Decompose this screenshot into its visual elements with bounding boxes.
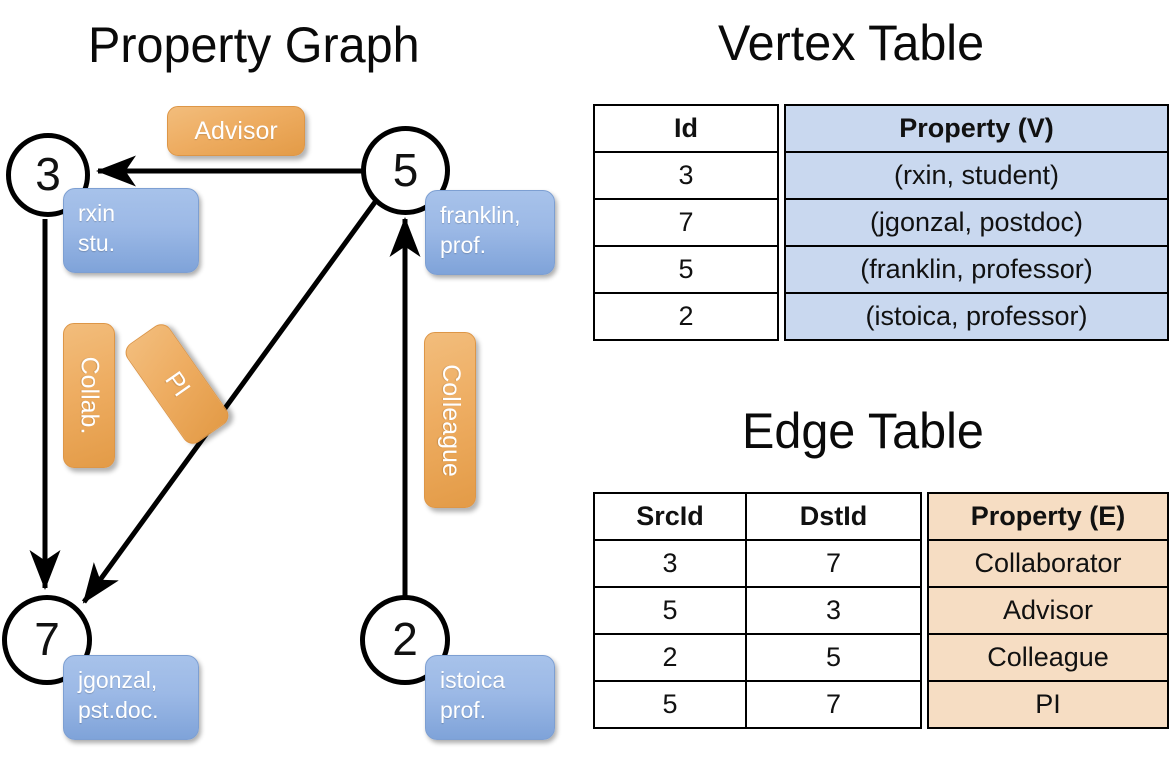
node-property-rxin-line1: rxin: [78, 200, 116, 226]
node-property-box-rxin[interactable]: rxin stu.: [63, 188, 199, 273]
vertex-row-1-property: (jgonzal, postdoc): [784, 198, 1169, 247]
edge-row-2-property: Colleague: [927, 633, 1169, 682]
node-property-box-franklin[interactable]: franklin, prof.: [425, 190, 555, 275]
edge-row-3-src: 5: [593, 680, 747, 729]
column-gap: [778, 293, 785, 340]
column-gap: [778, 152, 785, 199]
table-header-row: Id Property (V): [593, 104, 1169, 153]
column-gap: [778, 105, 785, 152]
vertex-row-2-id: 5: [593, 245, 779, 294]
column-gap: [921, 587, 928, 634]
edge-label-colleague-text: Colleague: [436, 363, 465, 477]
edge-row-1-dst: 3: [745, 586, 922, 635]
edge-label-advisor-text: Advisor: [194, 116, 278, 145]
page-title-property-graph: Property Graph: [88, 17, 420, 73]
edge-label-collab[interactable]: Collab.: [63, 323, 115, 468]
node-property-franklin-line1: franklin,: [440, 202, 521, 228]
table-row[interactable]: 2 5 Colleague: [593, 633, 1169, 682]
edge-table-header-property: Property (E): [927, 492, 1169, 541]
column-gap: [921, 634, 928, 681]
graph-node-3-label: 3: [35, 148, 61, 200]
node-property-box-istoica[interactable]: istoica prof.: [425, 655, 555, 740]
graph-edges-layer: [29, 155, 421, 604]
edge-row-2-src: 2: [593, 633, 747, 682]
edge-row-0-dst: 7: [745, 539, 922, 588]
edge-table-header-srcid: SrcId: [593, 492, 747, 541]
graph-node-5[interactable]: 5: [361, 126, 450, 215]
edge-row-1-src: 5: [593, 586, 747, 635]
vertex-table: Id Property (V) 3 (rxin, student) 7 (jgo…: [593, 104, 1169, 341]
vertex-row-0-id: 3: [593, 151, 779, 200]
table-row[interactable]: 7 (jgonzal, postdoc): [593, 198, 1169, 247]
table-row[interactable]: 5 7 PI: [593, 680, 1169, 729]
graph-node-5-label: 5: [392, 143, 419, 196]
edge-row-3-property: PI: [927, 680, 1169, 729]
column-gap: [778, 246, 785, 293]
node-property-istoica-line1: istoica: [440, 667, 506, 693]
vertex-row-1-id: 7: [593, 198, 779, 247]
table-row[interactable]: 3 (rxin, student): [593, 151, 1169, 200]
column-gap: [921, 540, 928, 587]
edge-label-collab-text: Collab.: [75, 356, 104, 435]
edge-table-header-dstid: DstId: [745, 492, 922, 541]
node-property-franklin-line2: prof.: [440, 232, 487, 259]
graph-node-2[interactable]: 2: [360, 595, 450, 685]
vertex-row-2-property: (franklin, professor): [784, 245, 1169, 294]
column-gap: [921, 681, 928, 728]
graph-node-7-label: 7: [34, 613, 60, 665]
edge-label-pi-text: PI: [159, 366, 196, 402]
edge-row-2-dst: 5: [745, 633, 922, 682]
edge-pi-5-to-7: [81, 196, 381, 604]
edge-row-1-property: Advisor: [927, 586, 1169, 635]
edge-label-advisor[interactable]: Advisor: [167, 106, 305, 156]
table-row[interactable]: 3 7 Collaborator: [593, 539, 1169, 588]
vertex-table-header-property: Property (V): [784, 104, 1169, 153]
edge-label-colleague[interactable]: Colleague: [424, 332, 476, 508]
vertex-row-3-property: (istoica, professor): [784, 292, 1169, 341]
table-row[interactable]: 5 (franklin, professor): [593, 245, 1169, 294]
edge-row-0-src: 3: [593, 539, 747, 588]
table-row[interactable]: 5 3 Advisor: [593, 586, 1169, 635]
vertex-table-header-id: Id: [593, 104, 779, 153]
edge-row-3-dst: 7: [745, 680, 922, 729]
vertex-row-0-property: (rxin, student): [784, 151, 1169, 200]
table-header-row: SrcId DstId Property (E): [593, 492, 1169, 541]
node-property-jgonzal-line2: pst.doc.: [78, 697, 159, 724]
vertex-row-3-id: 2: [593, 292, 779, 341]
node-property-jgonzal-line1: jgonzal,: [78, 667, 158, 693]
table-row[interactable]: 2 (istoica, professor): [593, 292, 1169, 341]
edge-table: SrcId DstId Property (E) 3 7 Collaborato…: [593, 492, 1169, 729]
node-property-box-jgonzal[interactable]: jgonzal, pst.doc.: [63, 655, 199, 740]
node-property-istoica-line2: prof.: [440, 697, 487, 724]
column-gap: [921, 493, 928, 540]
column-gap: [778, 199, 785, 246]
edge-row-0-property: Collaborator: [927, 539, 1169, 588]
page-title-edge-table: Edge Table: [742, 403, 984, 459]
node-property-rxin-line2: stu.: [78, 230, 116, 257]
page-title-vertex-table: Vertex Table: [718, 15, 985, 71]
graph-node-2-label: 2: [392, 613, 418, 665]
